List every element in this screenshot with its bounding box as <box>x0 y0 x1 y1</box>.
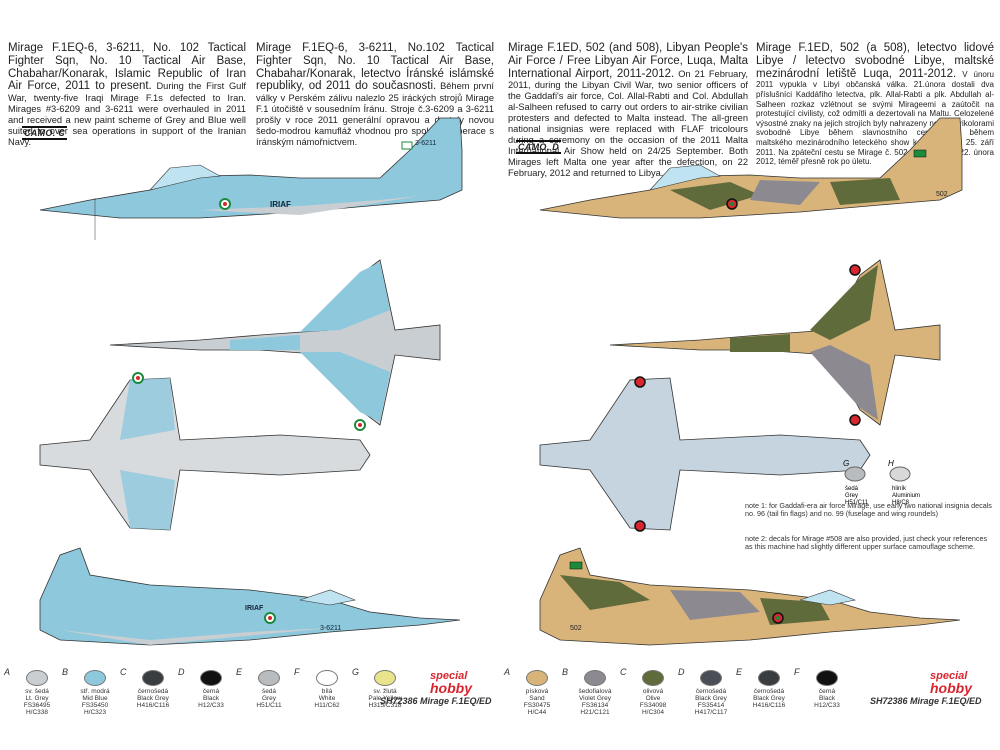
iran-side-view: IRIAF 3-6211 <box>39 117 463 240</box>
mini-swatch-h-code: H <box>888 459 894 468</box>
right-note-1: note 1: for Gaddafi-era air force Mirage… <box>745 501 992 519</box>
right-caption-czech: Mirage F.1ED, 502 (a 508), letectvo lido… <box>756 42 994 167</box>
right-caption-english-rest: On 21 February, 2011, during the Libyan … <box>508 68 748 179</box>
left-caption-czech-rest: Během první války v Perském zálivu nalez… <box>256 81 494 148</box>
left-caption-english: Mirage F.1EQ-6, 3-6211, No. 102 Tactical… <box>8 42 246 148</box>
iran-bottom-view <box>39 372 371 531</box>
left-caption-czech-lead: Mirage F.1EQ-6, 3-6211, No.102 Tactical … <box>256 42 494 93</box>
libya-side-right-serial: 502 <box>570 625 582 632</box>
mini-swatch-g-ref: H51/C11 <box>845 500 869 506</box>
mini-swatch-h-ref: H8/C8 <box>892 500 910 506</box>
iran-side-marking: IRIAF <box>270 200 291 209</box>
mini-swatch-g-name1: šedá <box>845 486 859 492</box>
libya-top-view <box>609 259 941 426</box>
mini-swatch-h-name2: Aluminium <box>892 493 920 499</box>
iran-top-view <box>109 259 441 431</box>
right-caption-english-lead: Mirage F.1ED, 502 (and 508), Libyan Peop… <box>508 42 748 80</box>
left-aircraft-drawings: IRIAF 3-6211 <box>39 117 463 646</box>
left-profile-column: Mirage F.1EQ-6, 3-6211, No. 102 Tactical… <box>4 42 494 730</box>
right-caption-czech-rest: V únoru 2011 vypukla v Libyi občanská vá… <box>756 69 994 167</box>
mini-swatch-g-code: G <box>843 459 849 468</box>
right-profile-column: Mirage F.1ED, 502 (and 508), Libyan Peop… <box>500 0 1000 750</box>
mini-swatch-g-name2: Grey <box>845 493 858 499</box>
right-footer: SH72386 Mirage F.1EQ/ED <box>870 696 982 706</box>
right-caption-czech-lead: Mirage F.1ED, 502 (a 508), letectvo lido… <box>756 42 994 80</box>
left-caption-english-lead: Mirage F.1EQ-6, 3-6211, No. 102 Tactical… <box>8 42 246 93</box>
right-caption-english: Mirage F.1ED, 502 (and 508), Libyan Peop… <box>508 42 748 179</box>
left-footer: SH72386 Mirage F.1EQ/ED <box>380 696 492 706</box>
iran-side-serial: 3-6211 <box>415 140 436 147</box>
left-caption-english-rest: During the First Gulf War, twenty-five I… <box>8 81 246 148</box>
libya-side-serial: 502 <box>936 191 948 198</box>
right-note-2: note 2: decals for Mirage #508 are also … <box>745 534 988 552</box>
libya-bottom-view <box>539 376 871 532</box>
mini-swatch-h-name1: hliník <box>892 486 907 492</box>
right-aircraft-drawings: 502 G šedá Gre <box>539 117 963 646</box>
iran-side-view-right: IRIAF 3-6211 <box>39 547 461 646</box>
left-camo-label: CAMO. C <box>22 126 68 140</box>
libya-side-view: 502 <box>539 117 963 219</box>
left-caption-czech: Mirage F.1EQ-6, 3-6211, No.102 Tactical … <box>256 42 494 148</box>
iran-side-right-marking: IRIAF <box>245 605 264 612</box>
libya-mini-swatches: G šedá Grey H51/C11 H hliník Aluminium H… <box>843 459 920 506</box>
iran-side-right-serial: 3-6211 <box>320 625 341 632</box>
libya-side-view-right: 502 <box>539 547 961 646</box>
right-camo-label: CAMO. D <box>516 140 562 154</box>
